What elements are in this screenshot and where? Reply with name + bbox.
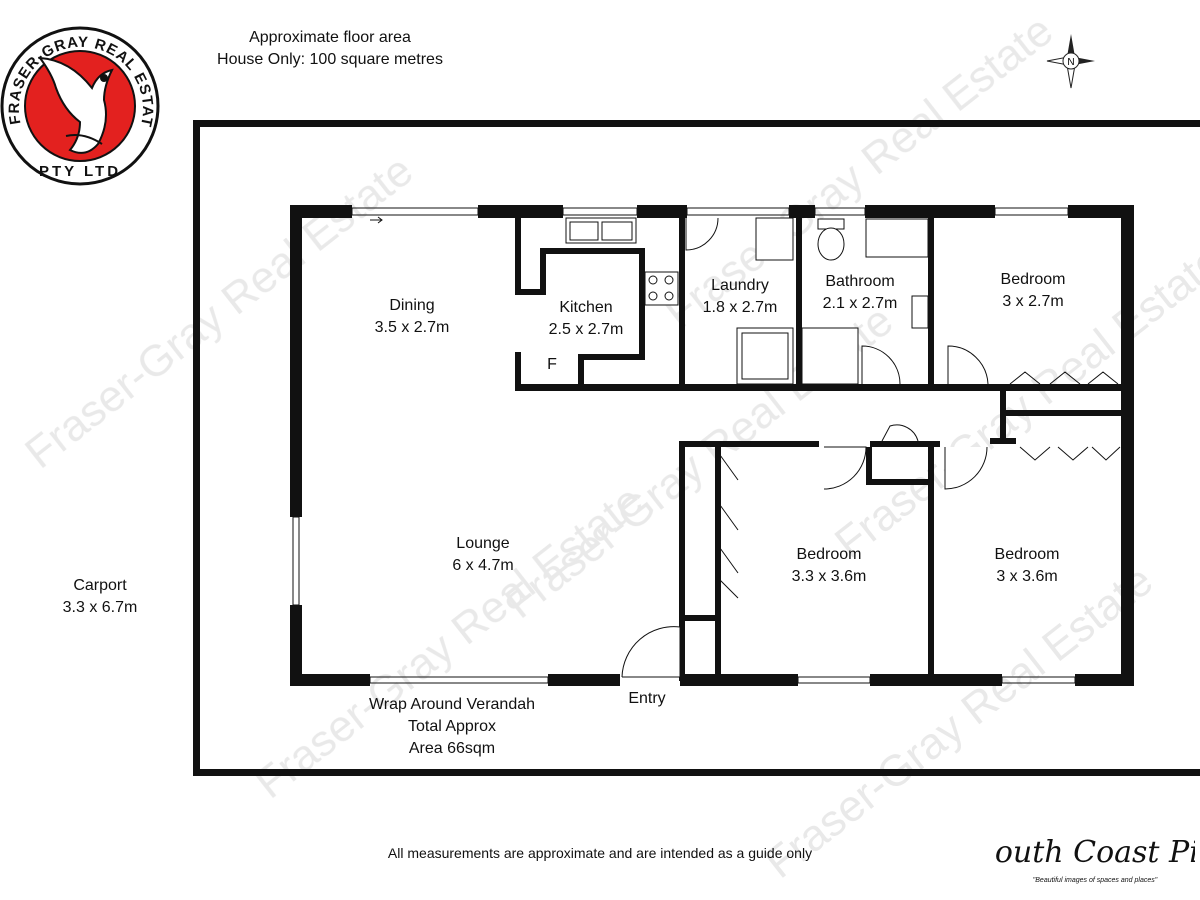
room-bedroom-3: Bedroom 3 x 3.6m [977,544,1077,588]
door-linen [881,424,919,442]
shower [865,218,929,258]
bathtub [801,327,859,385]
door-entry [621,626,681,678]
room-bathroom: Bathroom 2.1 x 2.7m [810,271,910,315]
brand-tagline: "Beautiful images of spaces and places" [1033,877,1158,884]
doors [621,217,1121,678]
room-kitchen: Kitchen 2.5 x 2.7m [536,297,636,341]
room-size: 3 x 2.7m [1002,293,1064,310]
floor-area-note: Approximate floor area House Only: 100 s… [200,27,460,71]
room-size: 2.5 x 2.7m [548,321,624,338]
robe-doors-bedroom3 [1019,446,1121,461]
interior-walls [515,215,1130,681]
fixtures [565,217,929,385]
room-size: 3 x 3.6m [996,568,1058,585]
verandah-outline [193,120,1200,776]
room-name: Bedroom [796,546,862,563]
slide-arrow-icon [370,216,383,224]
room-size: 3.3 x 6.7m [62,599,138,616]
door-bedroom1 [947,345,989,385]
watermark-text: Fraser-Gray Real Estate [16,146,422,478]
verandah-label: Wrap Around Verandah Total Approx Area 6… [332,694,572,760]
windows [292,207,1076,684]
fraser-gray-logo: FRASER-GRAY REAL ESTATE PTY LTD [0,18,160,186]
room-bedroom-1: Bedroom 3 x 2.7m [983,269,1083,313]
door-bathroom [861,345,901,385]
door-bedroom3 [944,446,988,490]
room-size: 1.8 x 2.7m [702,299,778,316]
basin [911,295,929,329]
robe-doors-bedroom1 [1009,371,1119,385]
compass-letter: N [1067,57,1074,68]
room-size: 3.3 x 3.6m [791,568,867,585]
south-coast-pix-logo: South Coast Pix "Beautiful images of spa… [995,835,1195,884]
room-name: Bedroom [994,546,1060,563]
area-carport: Carport 3.3 x 6.7m [50,575,150,619]
room-name: Laundry [711,277,769,294]
verandah-line1: Wrap Around Verandah [368,696,536,713]
room-size: 2.1 x 2.7m [822,295,898,312]
entry-label: Entry [628,690,666,707]
brand-name: South Coast Pix [995,835,1195,870]
room-name: Carport [73,577,127,594]
exterior-walls [290,205,1134,686]
room-name: Kitchen [559,299,613,316]
door-bedroom2 [823,446,867,490]
verandah-line3: Area 66sqm [408,740,496,757]
floor-area-line1: Approximate floor area [249,29,411,46]
disclaimer: All measurements are approximate and are… [387,845,813,861]
room-name: Bedroom [1000,271,1066,288]
room-dining: Dining 3.5 x 2.7m [362,295,462,339]
room-bedroom-2: Bedroom 3.3 x 3.6m [779,544,879,588]
room-laundry: Laundry 1.8 x 2.7m [690,275,790,319]
room-size: 6 x 4.7m [452,557,514,574]
laundry-tub [755,217,794,261]
room-lounge: Lounge 6 x 4.7m [433,533,533,577]
floor-area-line2: House Only: 100 square metres [217,51,443,68]
north-compass-icon: N [1046,34,1095,89]
logo-sub-text: PTY LTD [39,163,121,180]
room-name: Bathroom [825,273,895,290]
room-name: Dining [389,297,435,314]
verandah-line2: Total Approx [407,718,497,735]
room-name: Lounge [456,535,510,552]
robe-doors-bedroom2 [719,454,739,599]
eagle-logo-icon [37,56,114,154]
door-laundry [685,217,719,251]
fridge-space-label: F [547,356,557,373]
room-size: 3.5 x 2.7m [374,319,450,336]
